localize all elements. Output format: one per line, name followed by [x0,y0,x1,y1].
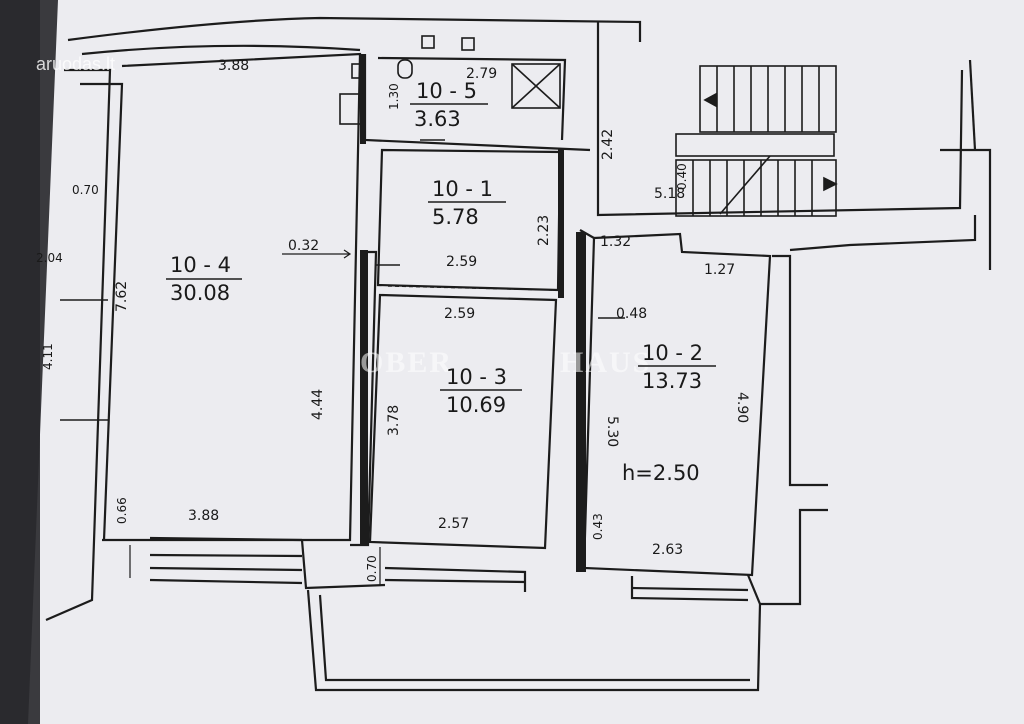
room-10-2: 10 - 2 13.73 [638,341,716,393]
room-10-3: 10 - 3 10.69 [440,365,522,417]
room-id: 10 - 3 [446,365,507,389]
dim-left-win2: 2.04 [36,251,63,265]
dim-r2-left: 5.30 [604,416,620,447]
dim-r4-gap: 0.32 [288,238,319,254]
dim-r3-sill: 0.70 [365,555,379,582]
dim-r2-notch: 1.32 [600,234,631,250]
dim-r1-width: 2.59 [446,254,477,270]
ceiling-height: h=2.50 [622,461,700,485]
dim-r3-top: 2.59 [444,306,475,322]
agency-watermark: OBER [360,346,453,379]
room-area: 30.08 [170,281,230,305]
agency-watermark-2: HAUS [560,346,651,379]
dim-r2-top: 1.27 [704,262,735,278]
dim-r4-left: 7.62 [114,281,130,312]
dim-r3-left: 3.78 [386,405,402,436]
dim-r2-right: 4.90 [734,392,750,423]
room-id: 10 - 4 [170,253,231,277]
room-id: 10 - 5 [416,79,477,103]
dim-r1-height: 2.23 [536,215,552,246]
paper-edge [28,0,58,724]
room-area: 13.73 [642,369,702,393]
room-id: 10 - 2 [642,341,703,365]
dim-r2-bottom: 2.63 [652,542,683,558]
dim-r4-right: 4.44 [310,389,326,420]
dim-r2-offset: 0.48 [616,306,647,322]
stairwell [675,65,838,217]
room-area: 5.78 [432,205,479,229]
dim-r3-bottom: 2.57 [438,516,469,532]
dim-left-win1: 0.70 [72,183,99,197]
room-area: 10.69 [446,393,506,417]
room-area: 3.63 [414,107,461,131]
dim-left-win3: 4.11 [41,343,55,370]
dim-corridor: 2.42 [600,129,616,160]
room-10-4: 10 - 4 30.08 [166,253,242,305]
dim-r4-bottom: 3.88 [188,508,219,524]
dim-stair-w: 5.18 [654,186,685,202]
room-10-1: 10 - 1 5.78 [428,177,506,229]
dim-r5-height: 1.30 [387,83,401,110]
aruodas-logo: aruodas.lt [36,54,115,74]
dim-r5-width: 2.79 [466,66,497,82]
dim-r4-top: 3.88 [218,58,249,74]
dim-stair-g: 0.40 [675,163,689,190]
room-id: 10 - 1 [432,177,493,201]
wall-fills [360,54,586,572]
room-10-5: 10 - 5 3.63 [410,79,488,131]
bathroom-fixtures [339,35,561,125]
dimension-labels: 3.88 3.88 7.62 4.44 0.32 0.66 0.70 2.04 … [36,58,750,582]
dim-r4-sill: 0.66 [115,497,129,524]
dim-r2-sill: 0.43 [591,513,605,540]
door-openings [60,139,625,421]
marker-lines [129,249,381,585]
